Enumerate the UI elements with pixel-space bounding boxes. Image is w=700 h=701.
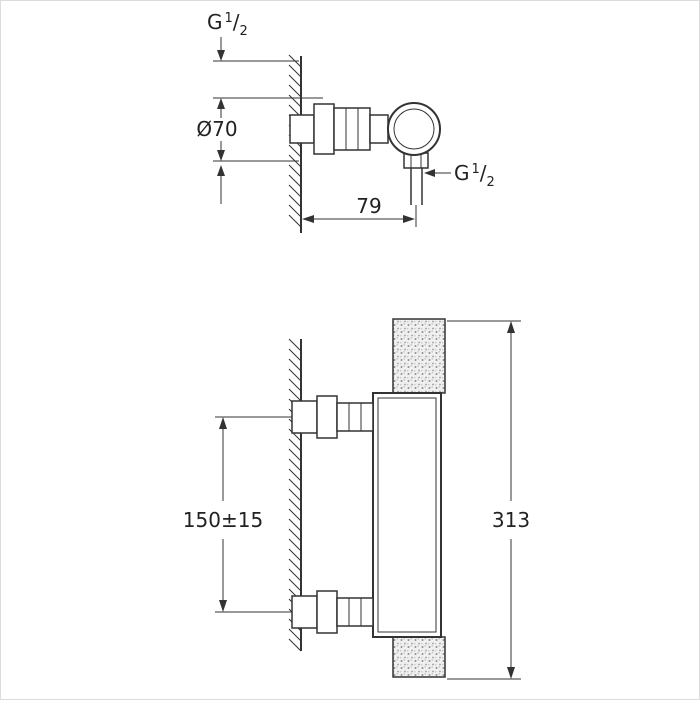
handle-outer-circle <box>387 102 441 156</box>
label-spacing: 150±15 <box>183 508 263 532</box>
label-projection: 79 <box>356 194 381 218</box>
escutcheon-side <box>313 103 335 155</box>
label-diameter: Ø70 <box>196 117 237 141</box>
thread-top-prefix: G <box>207 10 223 34</box>
extension-lines-height <box>447 320 521 680</box>
body-front <box>372 392 442 638</box>
escutcheon-bottom <box>316 590 338 634</box>
mixer-front-view <box>291 392 442 638</box>
handle-inner-circle <box>393 108 435 150</box>
extension-lines-spacing <box>215 416 292 613</box>
thread-outlet-slash: / <box>480 161 487 185</box>
dim-arrows-diameter <box>217 98 225 176</box>
dim-arrow-thread-top <box>217 50 225 61</box>
union-nut-facets-top <box>348 403 362 431</box>
dim-arrows-projection <box>302 215 415 223</box>
leader-arrow-thread-outlet <box>424 169 435 177</box>
union-nut-side <box>333 107 371 151</box>
dimension-spacing: 150±15 <box>183 416 292 613</box>
front-view: 150±15 313 <box>183 318 530 680</box>
thread-outlet-numerator: 1 <box>472 162 480 177</box>
thread-top-denominator: 2 <box>240 24 248 39</box>
union-nut-facets-bottom <box>348 598 362 626</box>
union-nut-top <box>336 402 374 432</box>
thread-outlet-prefix: G <box>454 161 470 185</box>
union-nut-bottom <box>336 597 374 627</box>
wall-union-bottom <box>291 595 318 629</box>
escutcheon-top <box>316 395 338 439</box>
coupling-block-top <box>392 318 446 394</box>
wall-union-side <box>289 114 315 144</box>
label-height: 313 <box>492 508 530 532</box>
dimension-height: 313 <box>447 320 530 680</box>
thread-top-numerator: 1 <box>225 11 233 26</box>
body-connector-side <box>369 114 389 144</box>
outlet-pipe-side <box>410 168 423 205</box>
thread-top-slash: / <box>233 10 240 34</box>
mixer-side-view <box>289 102 441 205</box>
body-front-inner <box>377 397 437 633</box>
wall-union-top <box>291 400 318 434</box>
dimension-projection: 79 <box>302 194 417 227</box>
union-nut-facets-side <box>345 108 359 150</box>
extension-lines-diameter <box>213 97 323 162</box>
thread-outlet-denominator: 2 <box>487 175 495 190</box>
dimension-diameter: Ø70 <box>196 97 323 204</box>
coupling-block-bottom <box>392 636 446 678</box>
